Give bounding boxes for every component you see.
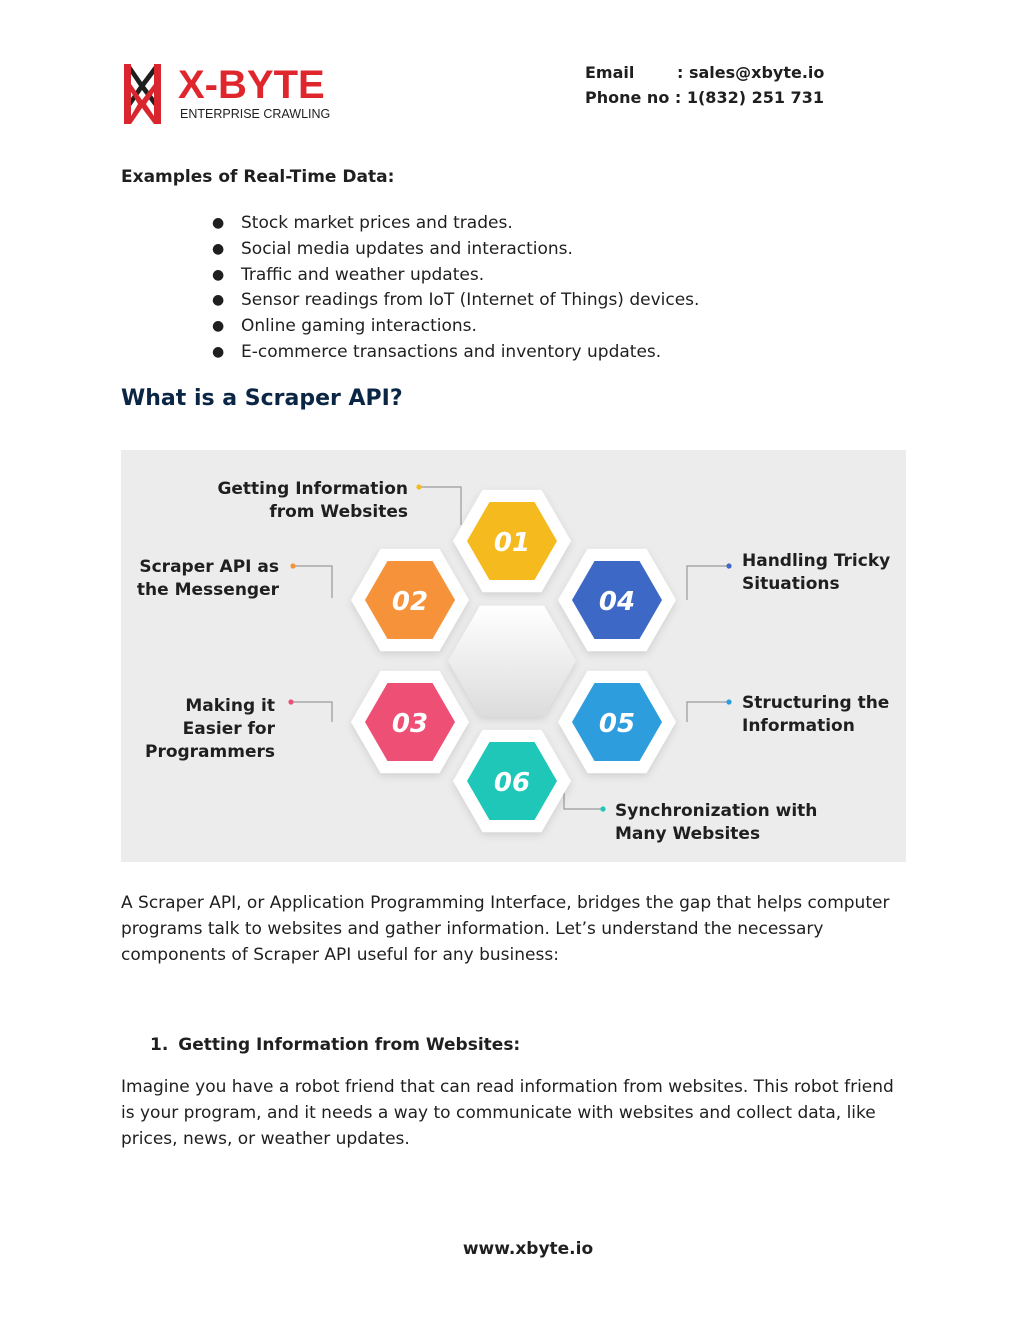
hexagon-fill (572, 683, 662, 761)
step-label: Making it (185, 696, 275, 716)
list-item: E-commerce transactions and inventory up… (212, 340, 699, 366)
step-01: 01 Getting Information from Websites (217, 479, 571, 593)
hexagon-fill (365, 561, 455, 639)
step-02: 02 Scraper API as the Messenger (137, 548, 469, 652)
email-label: Email (585, 63, 635, 82)
email-row: Email : sales@xbyte.io (585, 60, 824, 85)
list-item: Traffic and weather updates. (212, 263, 699, 289)
email-value[interactable]: : sales@xbyte.io (677, 63, 825, 82)
list-item: Sensor readings from IoT (Internet of Th… (212, 288, 699, 314)
section1-number: 1. (150, 1035, 169, 1055)
contact-info: Email : sales@xbyte.io Phone no : 1(832) … (585, 60, 824, 110)
examples-heading: Examples of Real-Time Data: (121, 167, 395, 187)
list-item: Online gaming interactions. (212, 314, 699, 340)
connector-line (293, 565, 333, 598)
phone-row: Phone no : 1(832) 251 731 (585, 85, 824, 110)
step-label: Synchronization with (615, 801, 817, 821)
diagram-canvas: 01 Getting Information from Websites 02 Scra… (137, 479, 890, 844)
connector-dot (600, 806, 606, 812)
phone-value: : 1(832) 251 731 (674, 88, 824, 107)
footer-url[interactable]: www.xbyte.io (462, 1239, 594, 1259)
step-number: 06 (494, 768, 530, 798)
logo-tagline-text: ENTERPRISE CRAWLING (180, 107, 330, 121)
step-number: 01 (494, 528, 530, 558)
section1-title: Getting Information from Websites: (178, 1035, 521, 1055)
list-item: Social media updates and interactions. (212, 237, 699, 263)
section1-paragraph: Imagine you have a robot friend that can… (121, 1077, 894, 1149)
center-hexagon (448, 605, 576, 717)
connector-line (686, 701, 729, 722)
step-label: Structuring the (742, 693, 889, 713)
scraper-api-diagram: 01 Getting Information from Websites 02 Scra… (121, 450, 906, 862)
connector-dot (288, 699, 294, 705)
step-number: 03 (392, 709, 428, 739)
connector-line (686, 565, 729, 600)
company-logo: X-BYTE ENTERPRISE CRAWLING (120, 60, 360, 128)
step-label: the Messenger (137, 580, 280, 600)
step-number: 02 (392, 587, 428, 617)
hexagon-fill (572, 561, 662, 639)
hexagon-fill (365, 683, 455, 761)
examples-list: Stock market prices and trades. Social m… (212, 211, 699, 366)
connector-dot (726, 563, 732, 569)
step-label: Many Websites (615, 824, 760, 844)
connector-dot (290, 563, 296, 569)
intro-paragraph: A Scraper API, or Application Programmin… (121, 893, 890, 965)
step-label: Information (742, 716, 855, 736)
phone-label: Phone no (585, 88, 670, 107)
logo-mark-icon (124, 64, 161, 124)
logo-brand-text: X-BYTE (178, 63, 325, 107)
step-label: Easier for (183, 719, 276, 739)
hexagon-fill (467, 502, 557, 580)
connector-line (291, 701, 333, 722)
connector-line (419, 486, 462, 525)
list-item: Stock market prices and trades. (212, 211, 699, 237)
step-number: 04 (599, 587, 635, 617)
step-label: Getting Information (217, 479, 408, 499)
step-label: Scraper API as (139, 557, 279, 577)
step-number: 05 (599, 709, 635, 739)
step-label: Handling Tricky (742, 551, 890, 571)
connector-dot (416, 484, 422, 490)
section-heading-scraper-api: What is a Scraper API? (121, 386, 403, 411)
connector-line (563, 788, 603, 810)
connector-dot (726, 699, 732, 705)
step-label: Programmers (145, 742, 275, 762)
section1-heading: 1. Getting Information from Websites: (150, 1035, 520, 1055)
hexagon-fill (467, 742, 557, 820)
step-label: from Websites (269, 502, 408, 522)
step-label: Situations (742, 574, 840, 594)
